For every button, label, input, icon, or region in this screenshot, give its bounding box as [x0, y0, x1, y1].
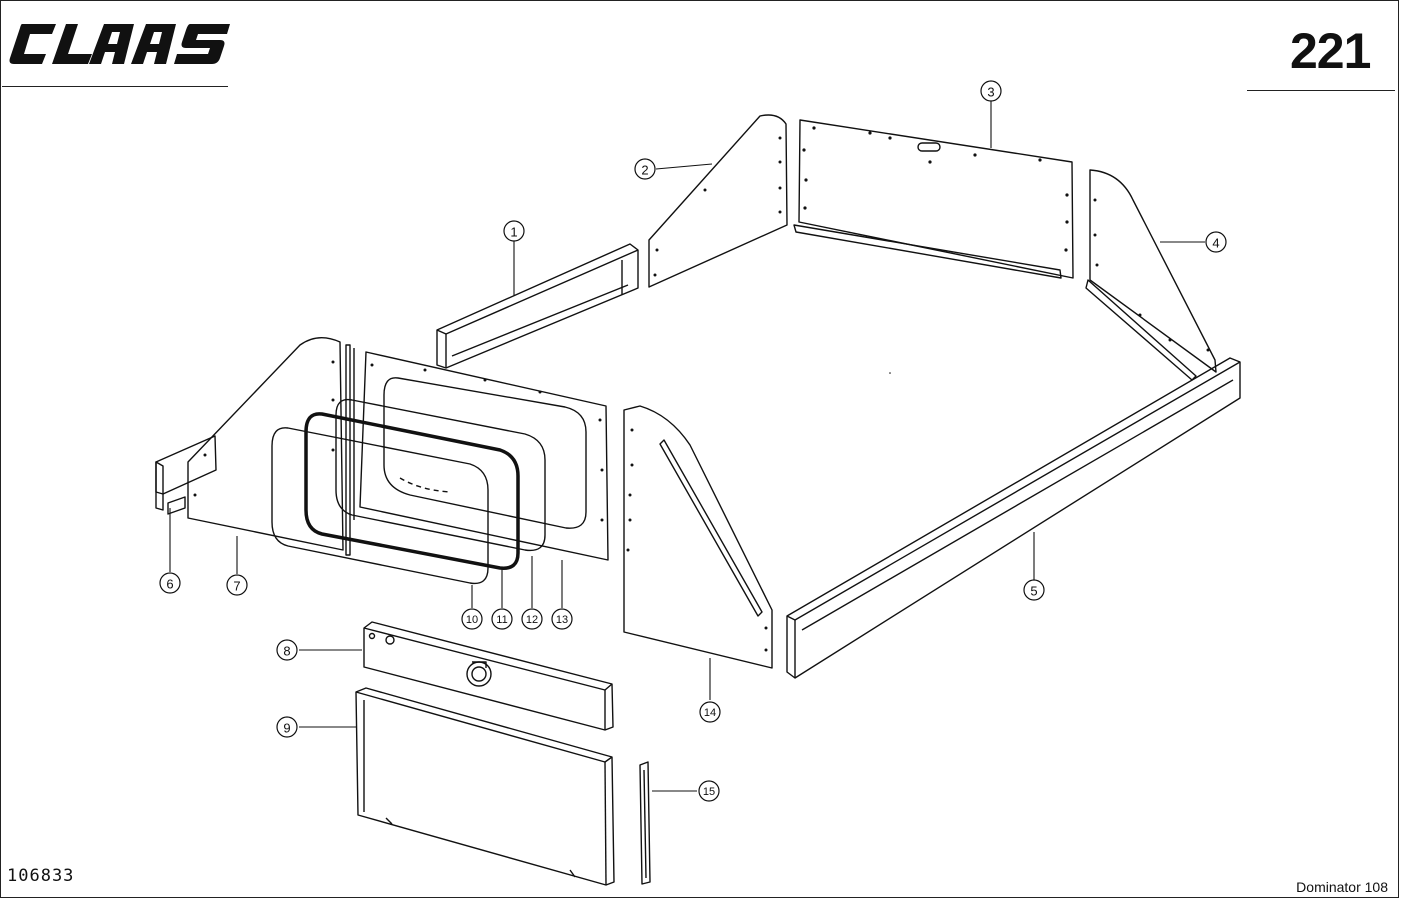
page-number: 221: [1290, 23, 1371, 79]
callout-11-circle: [491, 608, 513, 630]
claas-logo: [8, 20, 234, 68]
part-12-glass-pane: [383, 377, 587, 529]
part-14-side-panel: [623, 405, 773, 669]
part-5-front-beam: [786, 357, 1241, 679]
part-2-left-gusset: [648, 114, 788, 288]
callout-13-label: 13: [556, 614, 568, 626]
part-7-left-panel: [187, 337, 351, 556]
callout-15-circle: [698, 780, 720, 802]
callout-3-label: 3: [987, 85, 994, 100]
callout-8-label: 8: [283, 644, 290, 659]
part-4-right-gusset: [1085, 169, 1217, 381]
part-8-door-strip: [363, 621, 614, 731]
part-13-window-plate: [353, 348, 609, 561]
part-outer-seal-ring: [271, 427, 489, 585]
part-3-rear-panel: [793, 119, 1074, 279]
callout-5-circle: [1023, 579, 1045, 601]
model-name: Dominator 108: [1296, 879, 1388, 895]
callout-15-label: 15: [703, 786, 715, 798]
callout-14-label: 14: [704, 707, 716, 719]
callout-12-label: 12: [526, 614, 538, 626]
header-rule-left: [2, 86, 228, 87]
drawing-number: 106833: [7, 866, 75, 886]
callout-1-label: 1: [510, 225, 517, 240]
part-1-upper-strip: [436, 243, 639, 369]
part-9-door-panel: [355, 687, 615, 886]
callout-12-circle: [521, 608, 543, 630]
callout-3-circle: [980, 80, 1002, 102]
callout-7-label: 7: [233, 579, 240, 594]
callout-2-circle: [634, 158, 656, 180]
callout-6-label: 6: [166, 577, 173, 592]
part-15-strip: [639, 761, 651, 885]
callout-2-label: 2: [641, 163, 648, 178]
callout-10-circle: [461, 608, 483, 630]
callout-13-circle: [551, 608, 573, 630]
callout-8-circle: [276, 639, 298, 661]
leader-2: [655, 163, 713, 170]
callout-4-circle: [1205, 231, 1227, 253]
callout-5-label: 5: [1030, 584, 1037, 599]
part-11-inner-frame: [335, 398, 546, 552]
part-10-seal: [304, 412, 520, 570]
callout-11-label: 11: [496, 614, 507, 626]
callout-14-circle: [699, 701, 721, 723]
callout-9-circle: [276, 716, 298, 738]
callout-4-label: 4: [1212, 236, 1219, 251]
part-6-bracket: [155, 435, 217, 515]
callout-6-circle: [159, 572, 181, 594]
callout-1-circle: [503, 220, 525, 242]
header-rule-right: [1247, 90, 1395, 91]
callout-9-label: 9: [283, 721, 290, 736]
callout-7-circle: [226, 574, 248, 596]
callout-10-label: 10: [466, 614, 478, 626]
